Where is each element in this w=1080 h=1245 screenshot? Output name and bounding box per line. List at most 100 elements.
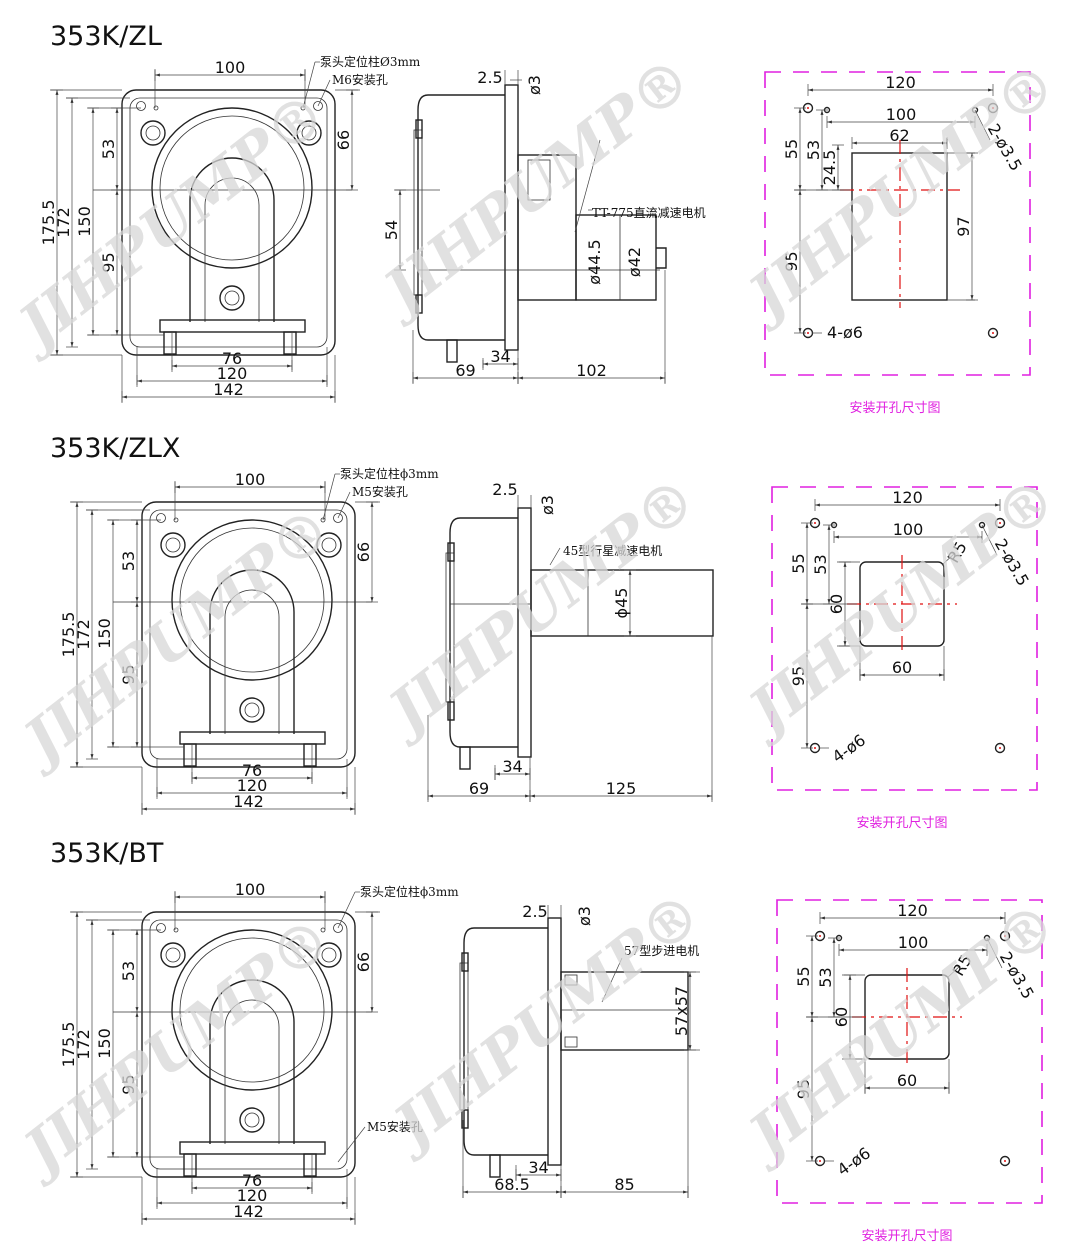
leader <box>981 524 998 556</box>
dim-pin-spacing-100-label: 100 <box>898 933 929 952</box>
knob-side-icon <box>447 542 455 562</box>
locating-pin-icon <box>153 105 159 111</box>
pin-hole-3-5-icon <box>978 521 986 529</box>
motor-model-label: 57型步进电机 <box>624 944 699 958</box>
knob-center <box>321 537 337 553</box>
dim-24-5-label: 24.5 <box>820 150 839 186</box>
dim-height-150-label: 150 <box>75 206 94 237</box>
dim-height-175-5: 175.5 <box>59 501 83 768</box>
note-mount-hole: M6安装孔 <box>332 72 388 87</box>
dim-cutout-width-60-label: 60 <box>897 1071 917 1090</box>
dim-cutout-width-62-label: 62 <box>889 126 909 145</box>
mounting-hole-icon <box>333 923 343 933</box>
tube-connector-left <box>163 331 177 355</box>
section-title-2: 353K/BT <box>50 838 164 869</box>
dim-width-100: 100 <box>154 58 306 81</box>
dim-height-54-label: 54 <box>382 220 401 240</box>
hole-center <box>1004 1160 1006 1162</box>
dim-pin-spacing-100: 100 <box>833 520 983 543</box>
dim-height-53-label: 53 <box>99 139 118 159</box>
dim-width-142: 142 <box>141 792 356 815</box>
dim-width-100: 100 <box>174 470 326 493</box>
rotor-housing <box>171 929 333 1091</box>
leader <box>322 473 336 521</box>
dim-55-label: 55 <box>794 966 813 986</box>
tube-channel <box>209 979 295 1144</box>
dim-width-120-label: 120 <box>237 776 268 795</box>
motor-detail <box>564 1036 578 1048</box>
planetary-gear-motor <box>530 569 714 637</box>
knob-icon <box>316 942 342 968</box>
dim-dia-45: ϕ45 <box>612 569 636 637</box>
mounting-hole-icon <box>136 101 146 111</box>
dim-height-66-label: 66 <box>354 952 373 972</box>
dim-height-53: 53 <box>119 929 143 1013</box>
dim-pin-3-label: ø3 <box>525 75 544 95</box>
dim-55: 55 <box>782 107 806 191</box>
mount-hole-6-icon <box>994 517 1006 529</box>
dim-motor-length-label: 85 <box>614 1175 634 1194</box>
dim-height-150-label: 150 <box>95 618 114 649</box>
label-4-holes: 4-ø6 <box>829 730 869 766</box>
dim-width-142-label: 142 <box>233 1202 264 1221</box>
mount-hole-6-icon <box>994 742 1006 754</box>
hole-center <box>807 107 809 109</box>
leader <box>337 1126 366 1163</box>
knob-center <box>145 125 161 141</box>
dim-width-68-5-label: 68.5 <box>494 1175 530 1194</box>
pump-body-outline <box>121 89 336 356</box>
locating-pin-icon <box>173 927 179 933</box>
cutout-frame <box>776 899 1043 1204</box>
dim-2-5-label: 2.5 <box>492 480 517 499</box>
dim-width-69-label: 69 <box>455 361 475 380</box>
pump-body-outline <box>141 911 356 1178</box>
rotor-housing <box>171 519 333 681</box>
dim-width-100-label: 100 <box>215 58 246 77</box>
dim-hole-spacing-120: 120 <box>807 73 994 96</box>
jihpump-watermark: JIHPUMP® <box>728 889 1069 1176</box>
tube-channel <box>189 157 275 322</box>
pump-head-side <box>463 927 548 1156</box>
tube-connector-side <box>459 746 471 770</box>
dim-cutout-height-97-label: 97 <box>954 216 973 236</box>
dim-width-142-label: 142 <box>213 380 244 399</box>
dim-width-142: 142 <box>121 380 336 403</box>
bracket-detail <box>527 159 551 201</box>
dim-height-66: 66 <box>354 501 378 603</box>
dim-width-34-label: 34 <box>490 347 510 366</box>
pump-body-inner <box>149 919 348 1170</box>
mount-hole-6-icon <box>987 327 999 339</box>
tube-connector-left <box>183 1153 197 1177</box>
cutout-caption: 安装开孔尺寸图 <box>856 816 947 831</box>
dim-cutout-height-97: 97 <box>954 152 978 301</box>
dim-95-label: 95 <box>794 1079 813 1099</box>
pump-head-side <box>417 94 505 341</box>
hole-center <box>992 107 994 109</box>
dim-pin-spacing-100: 100 <box>838 933 988 956</box>
dim-height-66-label: 66 <box>334 130 353 150</box>
dim-95: 95 <box>782 189 806 334</box>
dim-width-76-label: 76 <box>242 761 262 780</box>
dim-motor-length: 125 <box>529 779 713 802</box>
hole-center <box>992 332 994 334</box>
dim-height-150: 150 <box>75 107 99 336</box>
dim-width-76-label: 76 <box>242 1171 262 1190</box>
dim-95-label: 95 <box>789 666 808 686</box>
knob-icon <box>296 120 322 146</box>
motor-body <box>575 214 657 301</box>
jihpump-watermark: JIHPUMP® <box>3 904 344 1191</box>
dim-height-150: 150 <box>95 519 119 748</box>
mount-hole-6-icon <box>999 1155 1011 1167</box>
dim-pin-3-label: ø3 <box>538 495 557 515</box>
hole-center <box>807 332 809 334</box>
dim-width-120-label: 120 <box>237 1186 268 1205</box>
hole-center <box>1004 935 1006 937</box>
dim-height-95: 95 <box>119 1011 143 1158</box>
pump-head-side <box>449 517 518 748</box>
mount-hole-6-icon <box>987 102 999 114</box>
tube-clamp-bar <box>159 319 306 333</box>
dim-hole-spacing-120-label: 120 <box>897 901 928 920</box>
